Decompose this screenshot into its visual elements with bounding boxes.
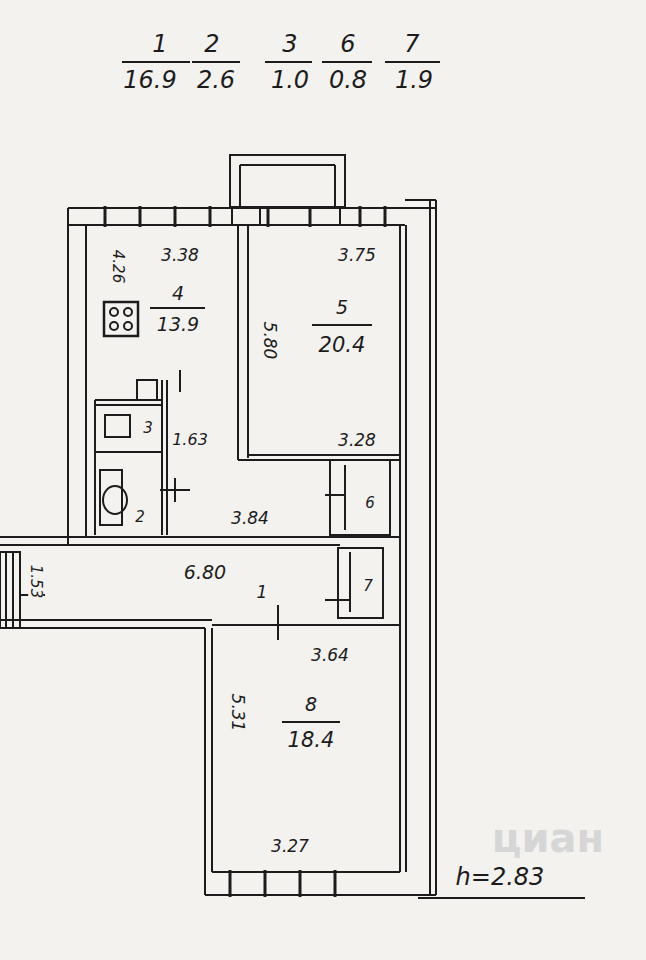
header-number: 7 bbox=[403, 32, 420, 56]
area-value: 1.9 bbox=[394, 68, 434, 92]
room-number: 3 bbox=[142, 421, 154, 436]
header-number: 3 bbox=[281, 32, 298, 56]
room-number: 6 bbox=[364, 496, 376, 511]
dimension: 4.26 bbox=[111, 248, 126, 283]
dimension: 5.80 bbox=[261, 320, 278, 360]
area-value: 20.4 bbox=[318, 335, 367, 356]
header-number: 2 bbox=[203, 32, 220, 56]
dimension: 3.28 bbox=[337, 432, 377, 449]
area-value: 18.4 bbox=[287, 730, 336, 751]
area-value: 1.0 bbox=[270, 68, 310, 92]
dimension: 5.31 bbox=[229, 692, 246, 732]
header-number: 1 bbox=[151, 32, 168, 56]
area-value: 2.6 bbox=[196, 68, 236, 92]
dimension: 1.63 bbox=[171, 432, 209, 448]
area-value: 16.9 bbox=[122, 68, 177, 92]
room-number: 2 bbox=[134, 510, 146, 525]
watermark: циан bbox=[491, 818, 605, 858]
dimension: 1.53 bbox=[29, 563, 44, 598]
room-number: 7 bbox=[362, 579, 374, 594]
dimension: 3.38 bbox=[160, 247, 200, 264]
dimension: 6.80 bbox=[183, 563, 227, 582]
dimension: 3.27 bbox=[270, 838, 310, 855]
ceiling-height: h=2.83 bbox=[455, 865, 546, 889]
dimension: 3.64 bbox=[310, 647, 350, 664]
area-value: 0.8 bbox=[328, 68, 368, 92]
room-number: 8 bbox=[304, 695, 318, 714]
room-number: 4 bbox=[171, 284, 185, 303]
dimension: 3.75 bbox=[337, 247, 377, 264]
room-number: 1 bbox=[256, 584, 269, 601]
header-number: 6 bbox=[339, 32, 356, 56]
room-number: 5 bbox=[335, 298, 349, 317]
area-value: 13.9 bbox=[156, 315, 200, 334]
dimension: 3.84 bbox=[230, 510, 270, 527]
